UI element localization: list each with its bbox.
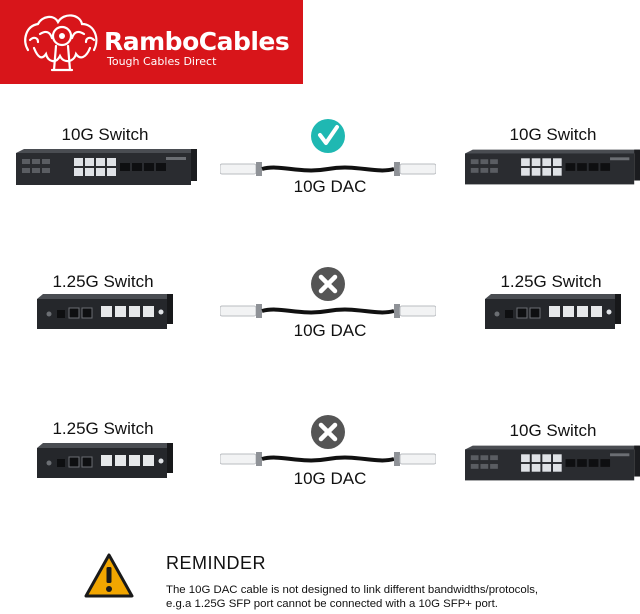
x-icon (311, 267, 345, 301)
reminder-title: REMINDER (166, 553, 267, 573)
rambo-logo-icon (24, 14, 98, 72)
reminder-line-2: e.g.a 1.25G SFP port cannot be connected… (166, 598, 498, 610)
cable-label: 10G DAC (293, 177, 367, 196)
right-switch-label: 10G Switch (509, 125, 597, 144)
cable-label: 10G DAC (293, 321, 367, 340)
brand-banner: RamboCables Tough Cables Direct (0, 0, 303, 84)
left-switch-10g-image (16, 149, 197, 185)
right-switch-10g-image (465, 445, 640, 481)
right-switch-10g-image (465, 149, 640, 185)
right-switch-label: 10G Switch (509, 421, 597, 440)
left-switch-label: 1.25G Switch (52, 272, 154, 291)
right-switch-1-25g-image (485, 294, 621, 329)
brand-name: RamboCables (104, 27, 290, 56)
left-switch-label: 10G Switch (61, 125, 149, 144)
left-switch-1-25g-image (37, 443, 173, 478)
dac-cable-image (220, 452, 436, 466)
left-switch-label: 1.25G Switch (52, 419, 154, 438)
right-switch-label: 1.25G Switch (500, 272, 602, 291)
left-switch-1-25g-image (37, 294, 173, 329)
reminder-text: The 10G DAC cable is not designed to lin… (166, 583, 636, 611)
compatibility-row-3: 1.25G Switch 10G DAC 10G Switch (0, 412, 640, 552)
dac-cable-image (220, 162, 436, 176)
dac-cable-image (220, 304, 436, 318)
compatibility-row-1: 10G Switch 10G DAC (0, 118, 640, 258)
compatibility-row-2: 1.25G Switch 10G DAC 1.25G Switch (0, 265, 640, 405)
warning-icon (84, 553, 134, 598)
cable-label: 10G DAC (293, 469, 367, 488)
brand-tagline: Tough Cables Direct (107, 55, 217, 68)
reminder-line-1: The 10G DAC cable is not designed to lin… (166, 584, 539, 596)
x-icon (311, 415, 345, 449)
check-icon (311, 119, 345, 153)
